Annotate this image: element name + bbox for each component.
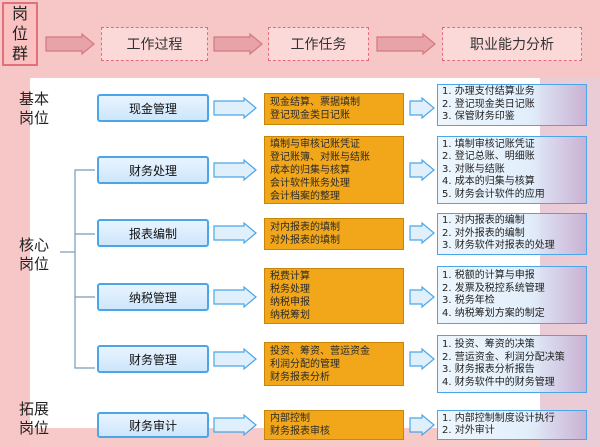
skill-line: 5. 财务会计软件的应用 xyxy=(442,188,545,200)
row-arrow-icon xyxy=(409,221,435,245)
task-line: 成本的归集与核算 xyxy=(270,164,350,176)
task-line: 财务报表分析 xyxy=(270,371,330,383)
header-group-label: 岗位群 xyxy=(11,4,28,63)
skill-line: 2. 登记现金类日记账 xyxy=(442,98,535,110)
task-line: 利润分配的管理 xyxy=(270,358,340,370)
skill-line: 1. 税额的计算与申报 xyxy=(442,270,535,281)
role-extended: 拓展岗位 xyxy=(18,400,49,437)
row-arrow-icon xyxy=(409,285,435,309)
process-box-cash: 现金管理 xyxy=(97,94,209,122)
task-box-tax: 税费计算 税务处理 纳税申报 纳税筹划 xyxy=(264,268,404,324)
task-line: 内部控制 xyxy=(270,413,310,424)
task-line: 财务报表审核 xyxy=(270,426,330,437)
row-arrow-icon xyxy=(213,96,257,120)
skill-line: 1. 投资、筹资的决策 xyxy=(442,339,535,350)
skill-box-audit: 1. 内部控制制度设计执行 2. 对外审计 xyxy=(437,410,587,440)
row-arrow-icon xyxy=(409,158,435,182)
row-arrow-icon xyxy=(213,347,257,371)
left-band-overlay xyxy=(0,78,30,447)
skill-line: 4. 财务软件中的财务管理 xyxy=(442,376,555,388)
role-basic: 基本岗位 xyxy=(18,90,49,127)
skill-line: 3. 财务报表分析报告 xyxy=(442,364,535,375)
task-line: 填制与审核记账凭证 xyxy=(270,138,360,150)
skill-box-tax: 1. 税额的计算与申报 2. 发票及税控系统管理 3. 税务年检 4. 纳税筹划… xyxy=(437,266,587,324)
skill-line: 3. 对账与结账 xyxy=(442,163,505,175)
skill-line: 1. 填制审核记账凭证 xyxy=(442,138,535,150)
skill-box-reports: 1. 对内报表的编制 2. 对外报表的编制 3. 财务软件对报表的处理 xyxy=(437,213,587,255)
task-box-audit: 内部控制 财务报表审核 xyxy=(264,410,404,440)
header-task: 工作任务 xyxy=(268,27,369,61)
skill-line: 1. 办理支付结算业务 xyxy=(442,86,535,98)
header-arrow-icon xyxy=(45,32,95,56)
role-core: 核心岗位 xyxy=(18,236,49,273)
skill-line: 4. 成本的归集与核算 xyxy=(442,176,535,188)
task-line: 纳税申报 xyxy=(270,297,310,308)
task-line: 投资、筹资、营运资金 xyxy=(270,345,370,357)
skill-box-cash: 1. 办理支付结算业务 2. 登记现金类日记账 3. 保管财务印鉴 xyxy=(437,84,587,126)
task-box-reports: 对内报表的填制 对外报表的填制 xyxy=(264,218,404,250)
task-line: 登记账簿、对账与结账 xyxy=(270,151,370,163)
header-group-box: 岗位群 xyxy=(2,2,38,66)
process-box-audit: 财务审计 xyxy=(97,412,209,438)
task-line: 对外报表的填制 xyxy=(270,235,340,246)
skill-line: 2. 对外报表的编制 xyxy=(442,227,525,239)
skill-line: 1. 对内报表的编制 xyxy=(442,215,525,227)
skill-line: 4. 纳税筹划方案的制定 xyxy=(442,307,545,319)
task-line: 现金结算、票据填制 xyxy=(270,97,360,108)
skill-line: 2. 登记总账、明细账 xyxy=(442,151,535,163)
skill-box-accounting: 1. 填制审核记账凭证 2. 登记总账、明细账 3. 对账与结账 4. 成本的归… xyxy=(437,136,587,204)
row-arrow-icon xyxy=(213,221,257,245)
process-box-finance: 财务管理 xyxy=(97,345,209,373)
task-line: 会计档案的整理 xyxy=(270,190,340,202)
skill-line: 3. 财务软件对报表的处理 xyxy=(442,240,555,252)
task-line: 对内报表的填制 xyxy=(270,222,340,233)
skill-line: 3. 税务年检 xyxy=(442,295,495,306)
skill-line: 2. 发票及税控系统管理 xyxy=(442,282,545,294)
header-analysis: 职业能力分析 xyxy=(442,27,582,61)
row-arrow-icon xyxy=(213,413,257,437)
row-arrow-icon xyxy=(213,285,257,309)
row-arrow-icon xyxy=(409,347,435,371)
skill-line: 2. 对外审计 xyxy=(442,425,495,436)
task-line: 税务处理 xyxy=(270,284,310,295)
skill-box-finance: 1. 投资、筹资的决策 2. 营运资金、利润分配决策 3. 财务报表分析报告 4… xyxy=(437,335,587,393)
bracket-core-roles xyxy=(60,169,95,369)
header-process: 工作过程 xyxy=(101,27,208,61)
process-box-reports: 报表编制 xyxy=(97,219,209,247)
task-box-cash: 现金结算、票据填制 登记现金类日记账 xyxy=(264,93,404,125)
row-arrow-icon xyxy=(409,96,435,120)
task-line: 登记现金类日记账 xyxy=(270,110,350,121)
skill-line: 3. 保管财务印鉴 xyxy=(442,111,515,123)
row-arrow-icon xyxy=(213,158,257,182)
header-arrow-icon xyxy=(376,32,436,56)
task-line: 纳税筹划 xyxy=(270,310,310,321)
task-line: 会计软件账务处理 xyxy=(270,177,350,189)
skill-line: 2. 营运资金、利润分配决策 xyxy=(442,351,565,363)
task-box-accounting: 填制与审核记账凭证 登记账簿、对账与结账 成本的归集与核算 会计软件账务处理 会… xyxy=(264,136,404,204)
header-arrow-icon xyxy=(213,32,263,56)
row-arrow-icon xyxy=(409,413,435,437)
task-line: 税费计算 xyxy=(270,271,310,282)
process-box-accounting: 财务处理 xyxy=(97,156,209,184)
process-box-tax: 纳税管理 xyxy=(97,283,209,311)
skill-line: 1. 内部控制制度设计执行 xyxy=(442,412,555,424)
task-box-finance: 投资、筹资、营运资金 利润分配的管理 财务报表分析 xyxy=(264,342,404,386)
